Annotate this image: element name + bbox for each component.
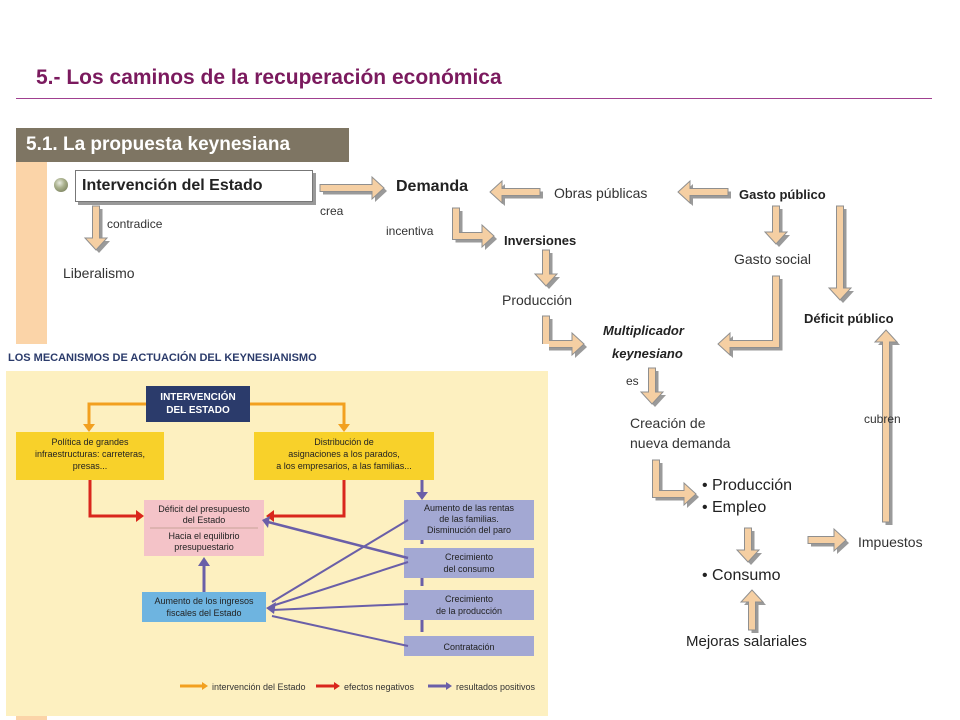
- tb-contratacion-box: [404, 636, 534, 656]
- node-obras-publicas: Obras públicas: [554, 185, 648, 201]
- label-cubren: cubren: [864, 412, 901, 426]
- arrow-creacion-to-produccion-shadow: [655, 463, 699, 508]
- arrow-produccion-to-impuestos: [807, 527, 847, 553]
- tb-legend-1: intervención del Estado: [212, 682, 306, 692]
- node-demanda: Demanda: [396, 178, 469, 195]
- arrow-impuestos-to-deficit: [873, 329, 899, 523]
- tb-deficit-1: Déficit del presupuesto: [158, 504, 250, 514]
- tb-politica-2: infraestructuras: carreteras,: [35, 449, 145, 459]
- tb-intervencion-1: INTERVENCIÓN: [160, 390, 235, 403]
- left-accent-bar: [16, 146, 47, 352]
- node-multiplicador-2: keynesiano: [612, 346, 683, 361]
- intervention-box: Intervención del Estado: [75, 170, 313, 202]
- tb-consumo-box: [404, 548, 534, 578]
- tb-rentas-2: de las familias.: [439, 514, 499, 524]
- arrow-gasto-to-obras: [677, 179, 729, 205]
- node-gasto-social: Gasto social: [734, 251, 812, 267]
- label-es: es: [626, 374, 639, 388]
- tb-hacia-1: Hacia el equilibrio: [168, 531, 239, 541]
- tb-distribucion-2: asignaciones a los parados,: [288, 449, 400, 459]
- tb-hacia-2: presupuestario: [174, 542, 234, 552]
- tb-politica-box: [16, 432, 164, 480]
- slide-title: 5.- Los caminos de la recuperación econó…: [36, 66, 502, 89]
- arrow-obras-to-demanda: [489, 179, 541, 205]
- bullet-item-produccion: •Producción: [702, 477, 793, 494]
- tb-produccion-1: Crecimiento: [445, 594, 493, 604]
- tb-contratacion: Contratación: [443, 642, 494, 652]
- tb-intervencion-box: [146, 386, 250, 422]
- tb-ingresos-1: Aumento de los ingresos: [154, 596, 254, 606]
- tb-rentas-1: Aumento de las rentas: [424, 503, 515, 513]
- arrow-gasto-social-to-multiplicador: [717, 275, 780, 357]
- tb-politica-1: Política de grandes: [51, 437, 129, 447]
- arrow-demanda-to-inversiones-shadow: [455, 211, 497, 250]
- arrow-contradice: [83, 205, 109, 251]
- section-heading: 5.1. La propuesta keynesiana: [16, 128, 349, 162]
- bullet-item-empleo: •Empleo: [702, 499, 767, 516]
- tb-ingresos-2: fiscales del Estado: [166, 608, 241, 618]
- arrow-creacion-to-produccion: [652, 459, 697, 507]
- arrow-mejoras-to-consumo: [739, 589, 765, 631]
- node-produccion: Producción: [502, 292, 573, 308]
- tb-consumo-2: del consumo: [443, 564, 494, 574]
- tb-intervencion-2: DEL ESTADO: [166, 405, 230, 416]
- tb-legend-2: efectos negativos: [344, 682, 415, 692]
- arrow-produccion-to-multiplicador: [542, 315, 585, 357]
- node-gasto-publico: Gasto público: [739, 187, 826, 202]
- tb-rentas-3: Disminución del paro: [427, 525, 511, 535]
- arrow-gasto-publico-to-social: [763, 205, 789, 245]
- arrow-crea: [319, 175, 385, 201]
- tb-distribucion-3: a los empresarios, a las familias...: [276, 461, 412, 471]
- tb-distribucion-1: Distribución de: [314, 437, 374, 447]
- arrow-es: [639, 367, 665, 405]
- tb-rentas-box: [404, 500, 534, 540]
- tb-produccion-box: [404, 590, 534, 620]
- left-accent-bar-bottom: [16, 712, 47, 720]
- textbook-heading: LOS MECANISMOS DE ACTUACIÓN DEL KEYNESIA…: [8, 351, 317, 364]
- bullet-list-production: •Producción •Empleo: [702, 477, 792, 521]
- label-incentiva: incentiva: [386, 224, 434, 238]
- tb-politica-3: presas...: [73, 461, 108, 471]
- node-deficit-publico: Déficit público: [804, 311, 894, 326]
- tb-ingresos-box: [142, 592, 266, 622]
- tb-produccion-2: de la producción: [436, 606, 502, 616]
- bullet-dot-icon: [54, 178, 68, 192]
- node-mejoras-salariales: Mejoras salariales: [686, 633, 807, 650]
- bullet-item-consumo: •Consumo: [702, 567, 781, 584]
- arrow-gasto-publico-to-deficit: [827, 205, 853, 301]
- node-creacion-2: nueva demanda: [630, 435, 731, 451]
- tb-deficit-2: del Estado: [183, 515, 226, 525]
- label-crea: crea: [320, 204, 344, 218]
- arrow-empleo-to-consumo: [735, 527, 761, 563]
- title-rule: [16, 98, 932, 99]
- tb-consumo-1: Crecimiento: [445, 552, 493, 562]
- textbook-figure: LOS MECANISMOS DE ACTUACIÓN DEL KEYNESIA…: [4, 344, 549, 716]
- arrow-inversiones-to-produccion: [533, 249, 559, 287]
- node-multiplicador-1: Multiplicador: [603, 323, 684, 338]
- node-inversiones: Inversiones: [504, 233, 577, 248]
- tb-distribucion-box: [254, 432, 434, 480]
- node-creacion-1: Creación de: [630, 415, 706, 431]
- label-contradice: contradice: [107, 217, 163, 231]
- node-impuestos: Impuestos: [858, 534, 923, 550]
- arrow-produccion-to-multiplicador-shadow: [545, 319, 587, 358]
- label-liberalismo: Liberalismo: [63, 265, 135, 281]
- arrow-demanda-to-inversiones: [452, 207, 495, 249]
- tb-legend-3: resultados positivos: [456, 682, 536, 692]
